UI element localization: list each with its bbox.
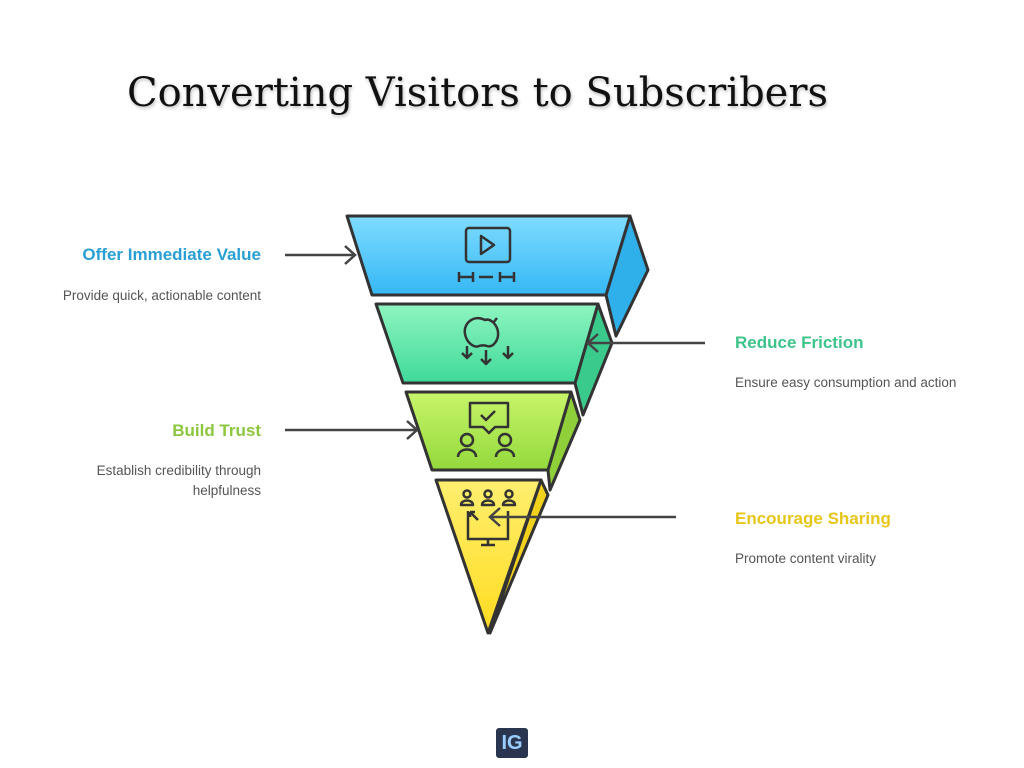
step-heading-build-trust: Build Trust <box>172 421 261 440</box>
funnel-layer-1 <box>345 214 650 338</box>
brand-logo: IG <box>496 728 528 758</box>
funnel-layer-4 <box>434 478 550 635</box>
step-description-encourage-sharing: Promote content virality <box>735 551 877 566</box>
funnel-layer-3 <box>404 390 582 492</box>
people-approval-icon <box>456 401 516 458</box>
step-heading-encourage-sharing: Encourage Sharing <box>735 509 891 528</box>
step-description-build-trust: Establish credibility through helpfulnes… <box>96 463 261 498</box>
step-heading-reduce-friction: Reduce Friction <box>735 333 864 352</box>
video-timeline-icon <box>457 226 516 282</box>
arrow-build-trust <box>285 420 419 440</box>
arrow-offer-immediate-value <box>285 245 357 265</box>
step-description-reduce-friction: Ensure easy consumption and action <box>735 375 957 390</box>
page-title: Converting Visitors to Subscribers <box>126 70 828 116</box>
funnel-layer-2 <box>374 302 614 417</box>
share-screen-icon <box>459 489 517 547</box>
apple-arrows-icon <box>461 317 514 366</box>
arrow-reduce-friction <box>586 333 705 353</box>
step-heading-offer-immediate-value: Offer Immediate Value <box>82 245 261 264</box>
step-description-offer-immediate-value: Provide quick, actionable content <box>62 288 261 303</box>
arrow-encourage-sharing <box>488 507 676 527</box>
